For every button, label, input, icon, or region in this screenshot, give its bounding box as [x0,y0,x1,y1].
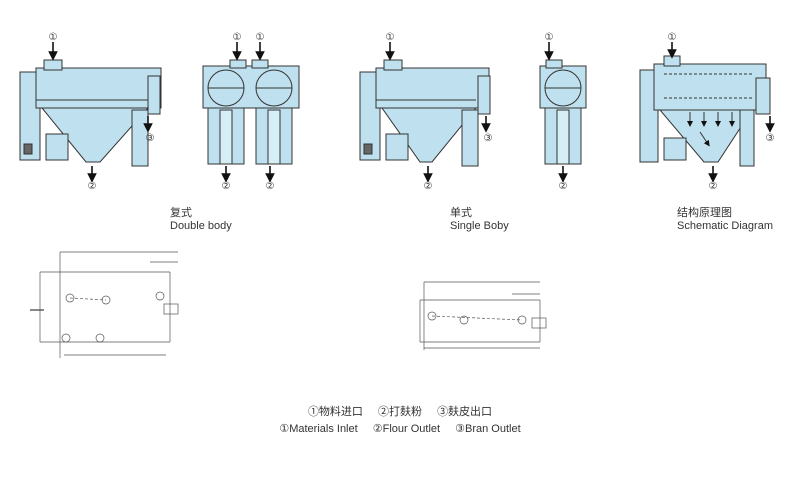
inlet-marker: ① [386,32,395,43]
bran-marker: ③ [484,133,493,144]
single-body-dimension-drawing [419,281,547,350]
down-arrow-icon [48,42,775,183]
legend-item-flour: ②Flour Outlet [372,423,441,435]
caption-en: Single Boby [450,220,509,232]
inlet-marker: ① [668,32,677,43]
flour-marker: ② [559,181,568,192]
flour-marker: ② [709,181,718,192]
caption-en: Double body [170,220,232,232]
inlet-marker: ① [233,32,242,43]
flour-marker: ② [88,181,97,192]
legend-item-bran: ③Bran Outlet [455,423,521,435]
single-body-machine-front [359,59,491,167]
caption-zh: 结构原理图 [677,207,732,219]
legend-zh: ①物料进口 ②打麸粉 ③麸皮出口 [0,403,800,419]
schematic-machine [639,55,771,167]
double-body-dimension-drawing [30,251,179,358]
caption-zh: 复式 [170,207,192,219]
double-body-machine-side [202,59,300,165]
flour-marker: ② [266,181,275,192]
legend-item-flour: ②打麸粉 [378,406,422,418]
caption-schematic: 结构原理图 Schematic Diagram [677,207,773,233]
bran-marker: ③ [766,133,775,144]
caption-single-body: 单式 Single Boby [450,207,509,233]
port-markers: ① ② ③ ① ① ② ② ① ② ③ ① ② ① ② ③ [49,32,775,192]
double-body-machine-front [19,59,162,167]
flour-marker: ② [424,181,433,192]
legend-item-bran: ③麸皮出口 [437,406,493,418]
inlet-marker: ① [256,32,265,43]
caption-double-body: 复式 Double body [170,207,232,233]
legend-item-inlet: ①物料进口 [307,406,363,418]
inlet-marker: ① [545,32,554,43]
caption-zh: 单式 [450,207,472,219]
inlet-marker: ① [49,32,58,43]
caption-en: Schematic Diagram [677,220,773,232]
legend-item-inlet: ①Materials Inlet [279,423,358,435]
flour-marker: ② [222,181,231,192]
single-body-machine-side [539,59,587,165]
bran-marker: ③ [146,133,155,144]
legend-en: ①Materials Inlet ②Flour Outlet ③Bran Out… [0,422,800,435]
